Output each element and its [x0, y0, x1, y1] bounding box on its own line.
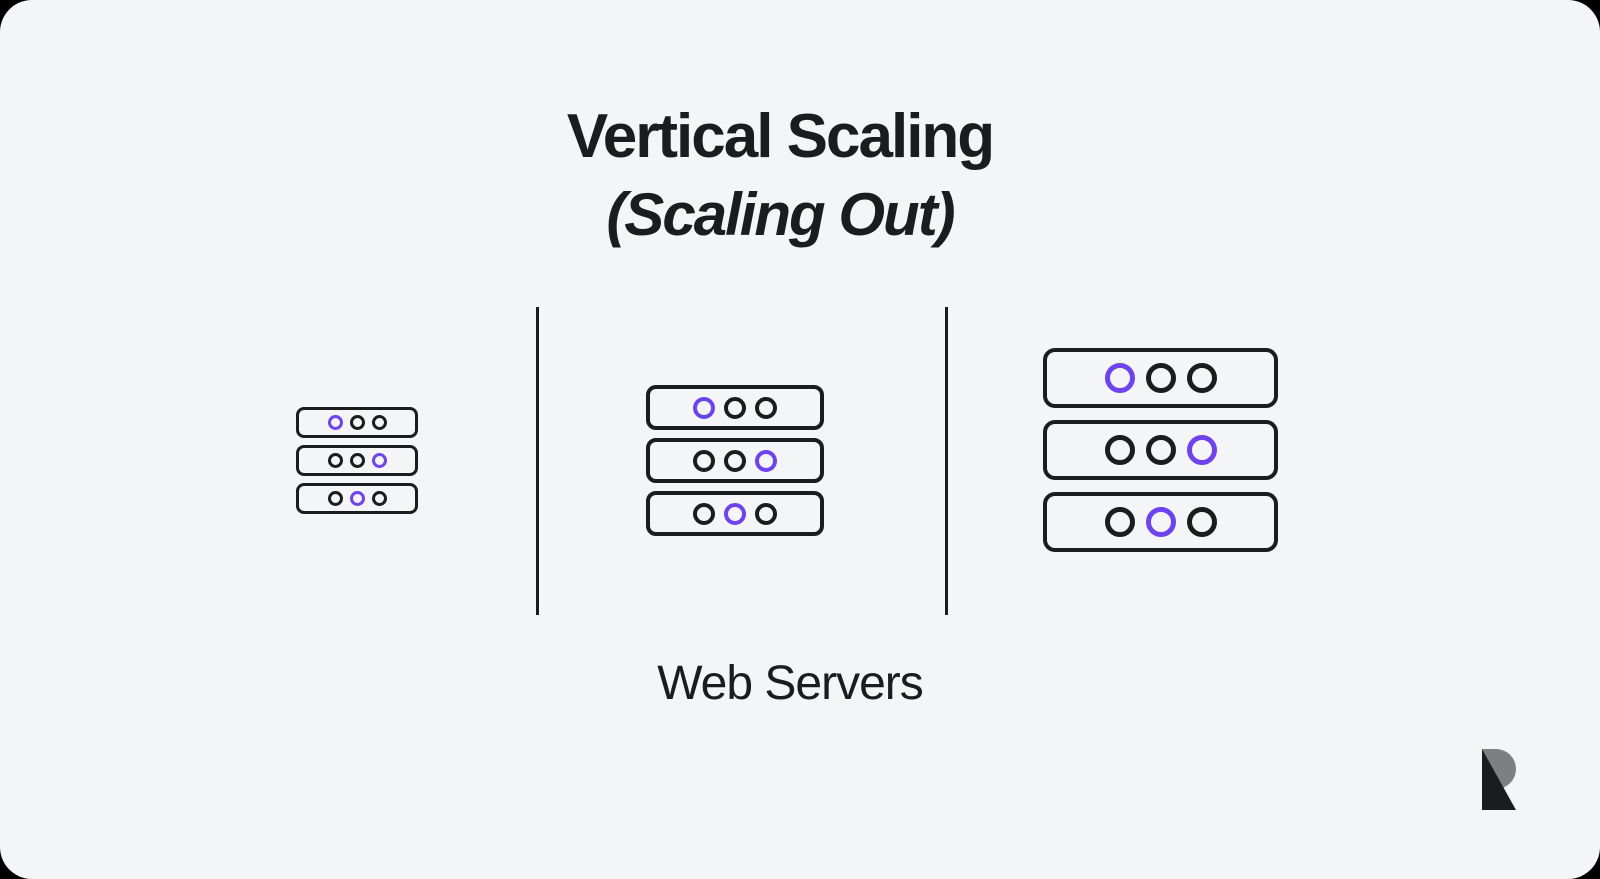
led-indicator-active	[1145, 507, 1176, 537]
server-stack-small	[296, 407, 418, 514]
led-indicator	[693, 449, 715, 472]
led-indicator	[755, 502, 777, 525]
led-indicator	[327, 453, 343, 468]
led-indicator	[693, 502, 715, 525]
caption-web-servers: Web Servers	[657, 657, 924, 710]
title-line-1: Vertical Scaling	[566, 102, 995, 171]
server-unit	[646, 491, 824, 536]
led-indicator	[1186, 363, 1217, 393]
led-indicator	[1145, 363, 1176, 393]
led-indicator	[349, 453, 365, 468]
server-unit	[296, 483, 418, 514]
server-unit	[646, 438, 824, 483]
led-indicator	[724, 449, 746, 472]
led-indicator-active	[371, 453, 387, 468]
server-unit	[296, 445, 418, 476]
server-unit	[1043, 492, 1278, 552]
led-indicator-active	[693, 396, 715, 419]
led-indicator	[755, 396, 777, 419]
led-indicator	[1186, 507, 1217, 537]
led-indicator-active	[327, 415, 343, 430]
led-indicator	[327, 491, 343, 506]
server-stack-medium	[646, 385, 824, 536]
diagram-title: Vertical Scaling (Scaling Out)	[380, 102, 1180, 249]
led-indicator-active	[724, 502, 746, 525]
server-unit	[1043, 420, 1278, 480]
led-indicator	[349, 415, 365, 430]
led-indicator-active	[755, 449, 777, 472]
server-unit	[1043, 348, 1278, 408]
led-indicator	[1145, 435, 1176, 465]
led-indicator	[724, 396, 746, 419]
r-logo-icon	[1482, 749, 1516, 810]
led-indicator	[1104, 435, 1135, 465]
led-indicator	[1104, 507, 1135, 537]
server-unit	[296, 407, 418, 438]
led-indicator-active	[1104, 363, 1135, 393]
led-indicator	[371, 415, 387, 430]
server-stack-large	[1043, 348, 1278, 552]
led-indicator-active	[349, 491, 365, 506]
title-line-2: (Scaling Out)	[606, 181, 955, 249]
divider-line-left	[536, 307, 539, 615]
divider-line-right	[945, 307, 948, 615]
led-indicator-active	[1186, 435, 1217, 465]
server-unit	[646, 385, 824, 430]
led-indicator	[371, 491, 387, 506]
